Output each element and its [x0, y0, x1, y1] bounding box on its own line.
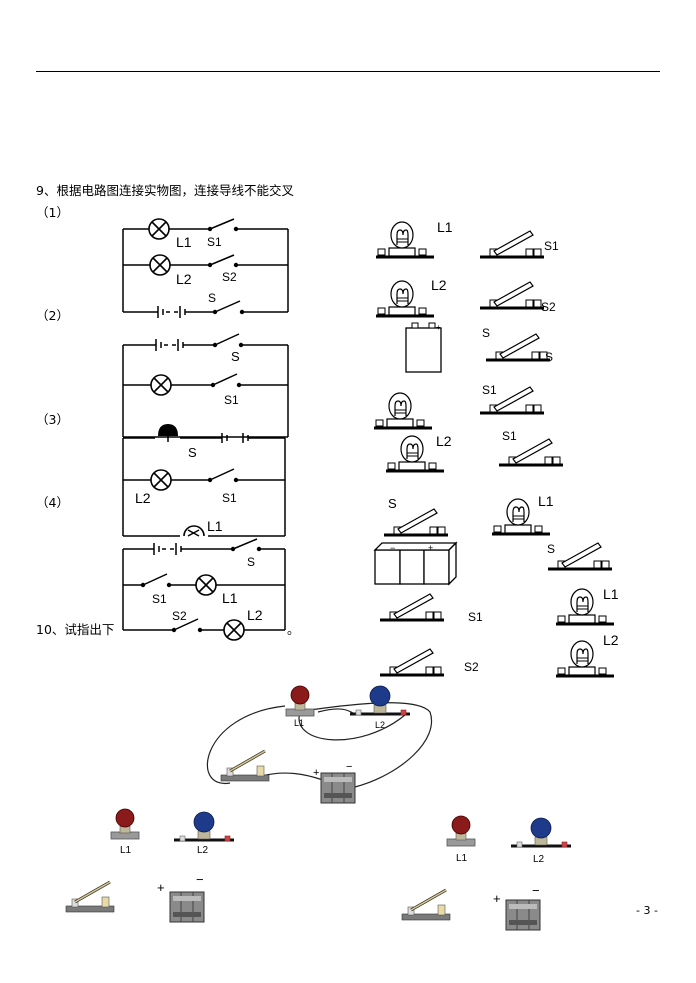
circuit-2-s-label: S	[231, 349, 240, 364]
circuit-2-s1-label: S1	[224, 393, 239, 407]
question-10-right-bulb-l2	[509, 816, 573, 849]
question-10-left-battery-minus: −	[196, 872, 204, 887]
question-10-left-switch	[64, 880, 116, 914]
part-4-battery-minus: −	[390, 543, 395, 553]
question-10-assembled-battery	[320, 772, 356, 804]
part-4-switch-s-label: S	[547, 542, 555, 556]
part-1-switch-s2	[478, 280, 546, 310]
question-10-assembled-battery-plus: +	[313, 767, 319, 779]
header-rule	[36, 71, 660, 72]
circuit-4-s-label: S	[247, 555, 255, 569]
question-10-text-end: 。	[287, 622, 300, 637]
part-2-battery	[405, 322, 442, 373]
part-2-switch-s-label-left: S	[482, 326, 490, 340]
part-2-switch-s	[484, 332, 552, 362]
part-2-bulb	[372, 391, 434, 430]
question-10-left-battery-plus: +	[157, 880, 165, 895]
part-3-switch-s1-label: S1	[502, 429, 517, 443]
part-4-bulb-l2-label: L2	[603, 632, 619, 648]
circuit-4-s2-label: S2	[172, 609, 187, 623]
question-10-right-l1-label: L1	[456, 853, 468, 864]
circuit-1-lamp-l2	[149, 254, 171, 276]
part-4-switch-s	[546, 541, 614, 571]
circuit-2-diagram	[122, 333, 289, 438]
circuit-2-lamp	[150, 374, 172, 396]
question-9-title: 9、根据电路图连接实物图，连接导线不能交叉	[36, 183, 294, 198]
part-1-switch-s1	[478, 229, 546, 259]
question-10-right-bulb-l1	[446, 815, 476, 847]
question-10-right-l2-label: L2	[533, 854, 545, 865]
part-4-switch-s1	[378, 592, 446, 622]
question-10-right-battery-plus: +	[493, 891, 501, 906]
circuit-1-l2-label: L2	[176, 271, 192, 287]
question-10-left-battery	[169, 891, 205, 923]
circuit-1-l1-label: L1	[176, 234, 192, 250]
part-2-switch-s1-label: S1	[482, 383, 497, 397]
part-1-switch-s2-label: S2	[541, 300, 556, 314]
circuit-1-diagram	[122, 218, 289, 318]
question-10-right-switch	[400, 888, 452, 922]
part-4-switch-s2-label: S2	[464, 660, 479, 674]
part-1-bulb-l1	[374, 220, 436, 259]
circuit-3-lamp-l1	[183, 525, 205, 537]
circuit-3-lamp-l2	[150, 469, 172, 491]
question-10-assembled-l2-label: L2	[375, 720, 385, 730]
question-10-assembled-l1-label: L1	[294, 718, 304, 728]
circuit-1-s1-label: S1	[207, 235, 222, 249]
question-10-left-bulb-l2	[172, 810, 236, 843]
circuit-4-lamp-l2	[223, 619, 245, 641]
part-3-bulb-l1-label: L1	[538, 493, 554, 509]
part-1-label: （1）	[36, 205, 69, 220]
circuit-1-lamp-l1	[148, 218, 170, 240]
part-3-switch-s-label: S	[388, 496, 397, 511]
part-4-switch-s1-label: S1	[468, 610, 483, 624]
circuit-4-s1-label: S1	[152, 592, 167, 606]
circuit-3-s1-label: S1	[222, 491, 237, 505]
part-4-battery-plus: +	[428, 543, 433, 553]
circuit-4-l1-label: L1	[222, 590, 238, 606]
circuit-4-lamp-l1	[195, 574, 217, 596]
question-10-assembled-bulb-l2	[348, 684, 412, 717]
part-2-switch-s-label-right: S	[545, 350, 553, 364]
circuit-3-diagram	[122, 433, 286, 537]
circuit-3-l2-label: L2	[135, 490, 151, 506]
circuit-3-bell-symbol	[158, 424, 178, 442]
part-1-bulb-l2-label: L2	[431, 277, 447, 293]
circuit-1-s2-label: S2	[222, 270, 237, 284]
part-4-bulb-l1-label: L1	[603, 586, 619, 602]
circuit-3-s-label: S	[188, 445, 197, 460]
part-1-bulb-l2	[374, 279, 436, 318]
circuit-4-l2-label: L2	[247, 607, 263, 623]
question-10-left-bulb-l1	[110, 808, 140, 840]
circuit-4-diagram	[122, 538, 286, 631]
part-4-label: （4）	[36, 495, 69, 510]
question-10-left-l1-label: L1	[120, 845, 132, 856]
circuit-1-s-label: S	[208, 291, 216, 305]
question-10-assembled-battery-minus: −	[346, 761, 352, 773]
question-10-right-battery	[505, 899, 541, 931]
part-1-switch-s1-label: S1	[544, 239, 559, 253]
part-2-battery-plus: +	[436, 323, 441, 332]
circuit-3-l1-label: L1	[207, 518, 223, 534]
part-3-switch-s	[382, 507, 450, 537]
part-3-bulb-l2-label: L2	[436, 433, 452, 449]
part-3-label: （3）	[36, 412, 69, 427]
part-4-battery-pack	[373, 541, 458, 586]
question-10-left-l2-label: L2	[197, 845, 209, 856]
part-4-switch-s2	[378, 647, 446, 677]
question-10-text-start: 10、试指出下	[36, 622, 115, 637]
question-10-assembled-switch	[219, 749, 271, 783]
question-10-right-battery-minus: −	[532, 883, 540, 898]
question-10-assembled-bulb-l1	[285, 685, 315, 717]
part-1-bulb-l1-label: L1	[437, 219, 453, 235]
part-2-label: （2）	[36, 308, 69, 323]
page-number: - 3 -	[636, 904, 658, 917]
